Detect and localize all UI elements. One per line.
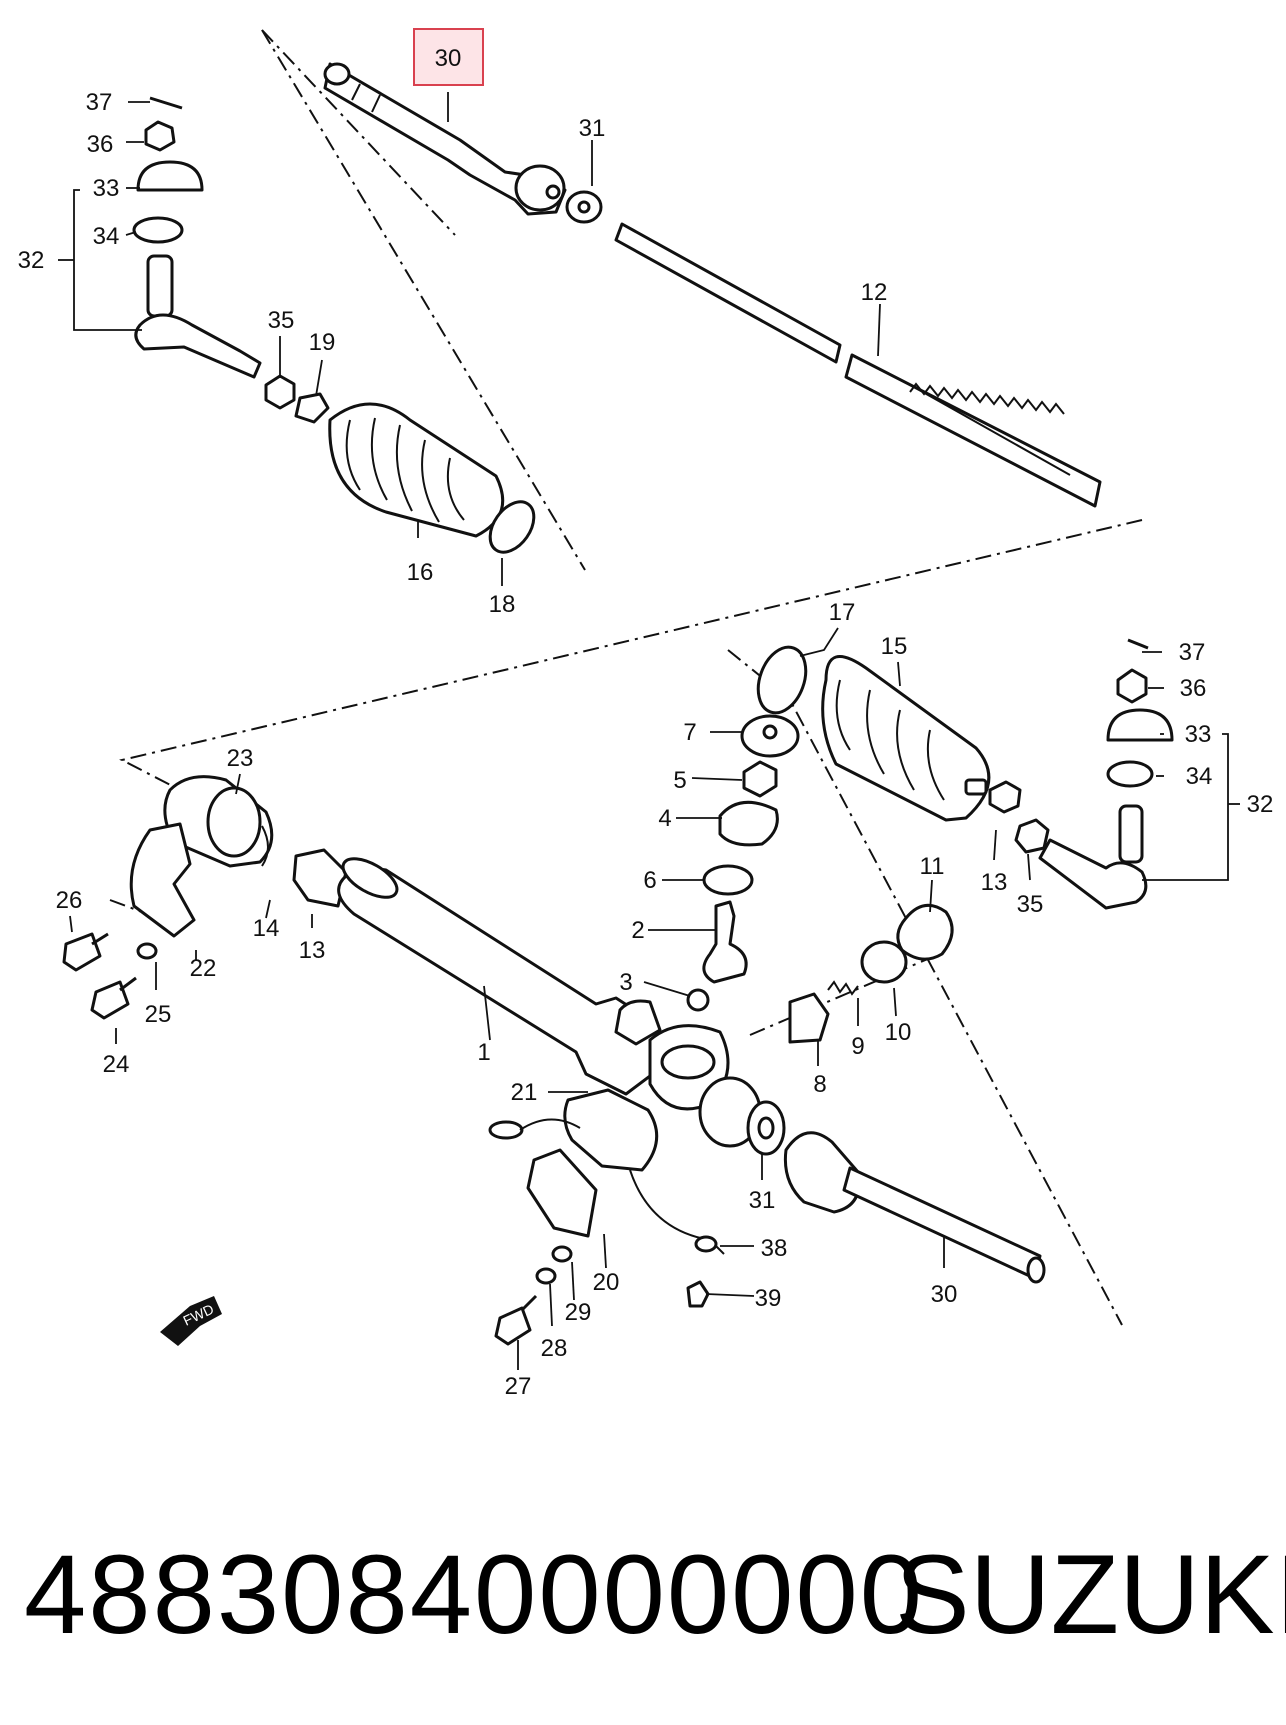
inner-tie-rod-upper [323,62,567,216]
callout-2: 2 [631,917,644,944]
callout-19: 19 [309,329,336,356]
part-number: 48830840000000 [24,1532,925,1657]
callout-32-left: 32 [18,247,45,274]
mounting-bracket-left [62,822,196,1020]
callout-6: 6 [643,867,656,894]
boot-clamp-ring [488,500,536,554]
callout-13-left: 13 [299,937,326,964]
callout-31-lower: 31 [749,1187,776,1214]
highlight-box: 30 [413,28,484,86]
brand-name: SUZUKI [895,1532,1286,1657]
callout-26: 26 [56,887,83,914]
lock-washer-upper [565,190,603,224]
callout-21: 21 [511,1079,538,1106]
tie-rod-end-right [988,638,1174,910]
boot-right [821,655,991,822]
callout-12: 12 [861,279,888,306]
leader-lines [58,92,1240,1370]
callout-14: 14 [253,915,280,942]
pinion-parts [686,714,800,1012]
callout-11: 11 [920,853,945,880]
callout-3: 3 [619,969,632,996]
callout-33-right: 33 [1185,721,1212,748]
inner-tie-rod-lower [783,1131,1046,1284]
highlight-label: 30 [435,45,462,72]
lock-nut-left [264,374,330,424]
lock-washer-lower [746,1100,786,1156]
callout-20: 20 [593,1269,620,1296]
callout-17: 17 [829,599,856,626]
callout-13-right: 13 [981,869,1008,896]
callout-29: 29 [565,1299,592,1326]
callout-18: 18 [489,591,516,618]
callout-39: 39 [755,1285,782,1312]
callout-22: 22 [190,955,217,982]
mounting-bracket-right [488,1088,725,1255]
yoke-parts [788,903,954,1044]
callout-27: 27 [505,1373,532,1400]
rack-bar [614,222,1102,508]
callout-25: 25 [145,1001,172,1028]
callout-16: 16 [407,559,434,586]
callout-9: 9 [851,1033,864,1060]
callout-37-left: 37 [86,89,113,116]
boot-clamp-ring-right [756,645,808,715]
callout-labels: 31 12 37 36 33 34 32 35 19 16 18 17 15 3… [18,89,1274,1400]
callout-33-left: 33 [93,175,120,202]
callout-15: 15 [881,633,908,660]
callout-7: 7 [683,719,696,746]
callout-38: 38 [761,1235,788,1262]
callout-1: 1 [477,1039,490,1066]
callout-30-lower: 30 [931,1281,958,1308]
bracket-bolts [494,1245,710,1346]
callout-5: 5 [673,767,686,794]
tie-rod-end-left [132,96,262,379]
callout-31-upper: 31 [579,115,606,142]
callout-28: 28 [541,1335,568,1362]
callout-23: 23 [227,745,254,772]
callout-32-right: 32 [1247,791,1274,818]
forward-direction-arrow: FWD [160,1296,222,1346]
rack-bushing-left [163,775,348,908]
callout-24: 24 [103,1051,130,1078]
callout-36-left: 36 [87,131,114,158]
rack-housing [337,857,762,1148]
callout-35-left: 35 [268,307,295,334]
callout-35-right: 35 [1017,891,1044,918]
callout-4: 4 [658,805,671,832]
callout-36-right: 36 [1180,675,1207,702]
callout-34-left: 34 [93,223,120,250]
boot-left [328,402,505,538]
callout-10: 10 [885,1019,912,1046]
callout-8: 8 [813,1071,826,1098]
callout-37-right: 37 [1179,639,1206,666]
callout-34-right: 34 [1186,763,1213,790]
